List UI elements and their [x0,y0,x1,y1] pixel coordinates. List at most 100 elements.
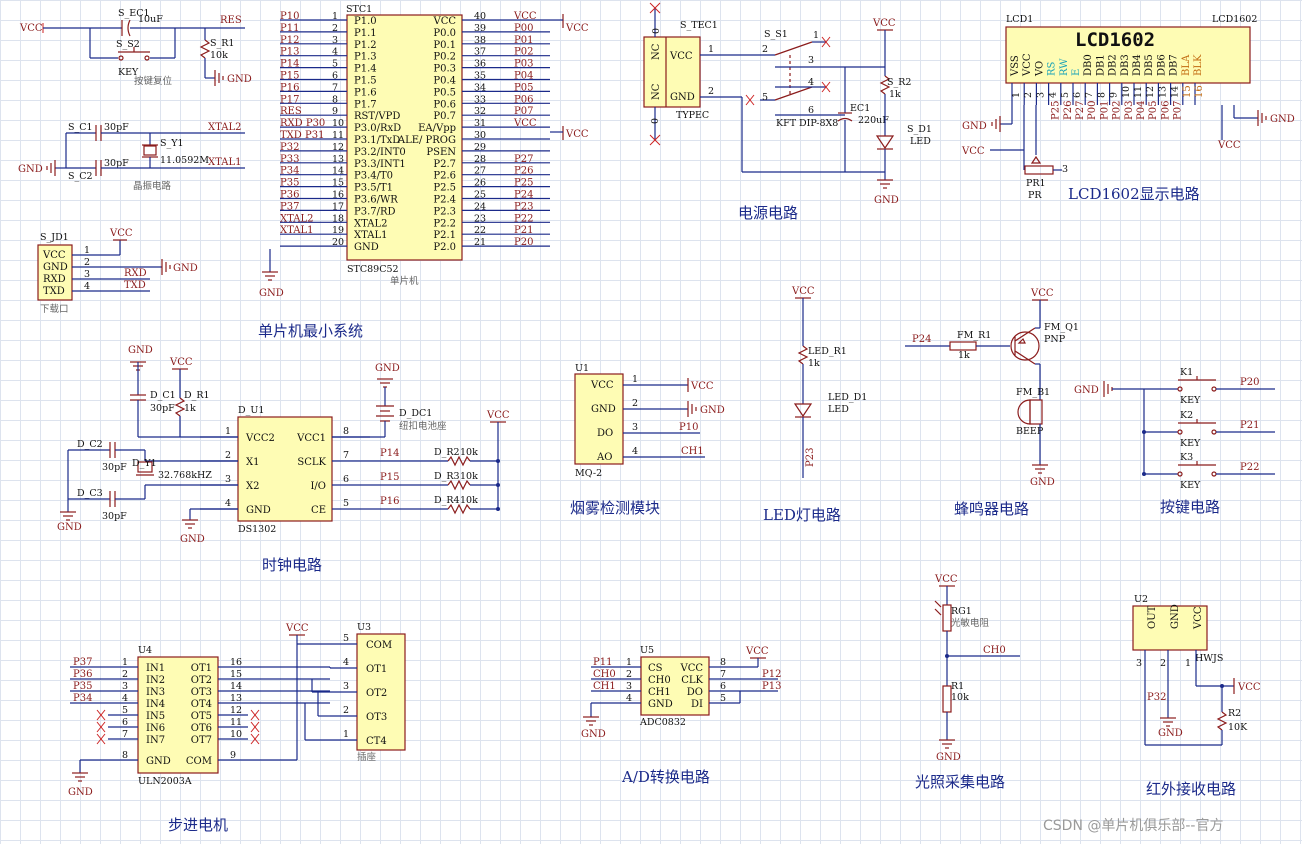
lcd-gnd-label: GND [962,121,987,132]
ir-pin-out: OUT [1147,605,1158,629]
smoke-num-4: 4 [632,446,638,457]
adc-in-net: CH1 [593,681,616,692]
mcu-right-net: P23 [514,201,533,212]
mcu-left-pin: P1.7 [354,99,377,110]
lcd-pin-net: P26 [1063,101,1074,120]
clock-y-ref: D_Y1 [132,458,157,469]
key-junction [1142,430,1146,434]
mcu-left-num: 15 [332,178,344,189]
lcd-pin-label: BLK [1193,54,1204,76]
ds-res-value: 10k [460,495,478,506]
title-power: 电源电路 [738,204,798,222]
power-switch-ref: S_S1 [764,29,788,40]
lcd-pin-label: DB0 [1083,54,1094,76]
mcu-left-pin: P3.0/RxD [354,123,401,134]
socket-pin: COM [366,640,392,651]
mcu-right-num: 38 [474,35,486,46]
lcd-pin-num: 9 [1109,92,1120,98]
mcu-left-net: P37 [280,201,299,212]
adc-vcc-label: VCC [745,646,769,657]
clock-bat-note: 纽扣电池座 [399,420,447,432]
uln-in-net: P35 [73,681,92,692]
uln-right-num: 11 [230,717,242,728]
lcd-pin-net: P04 [1136,101,1147,120]
power-vcc-label: VCC [872,18,896,29]
mcu-left-net: RXD P30 [280,118,325,129]
lcd-pin-num: 8 [1096,92,1107,98]
header-num-1: 1 [84,245,90,256]
mcu-left-num: 12 [332,142,344,153]
mcu-left-net: P32 [280,142,299,153]
ds-junction [496,507,500,511]
power-zero-top: 0 [651,28,662,34]
uln-left-pin: IN6 [146,723,165,734]
lcd-pin-label: E [1071,69,1082,76]
no-connect [96,721,106,733]
ir-num-1: 1 [1185,658,1191,669]
key-net: P21 [1240,420,1259,431]
lcd-pin-label: BLA [1181,54,1192,76]
smoke-num-1: 1 [632,374,638,385]
header-vcc-label: VCC [109,228,133,239]
buzzer-gnd-label: GND [1030,477,1055,488]
lcd-pin-label: DB7 [1169,54,1180,76]
smoke-num-3: 3 [632,422,638,433]
mcu-right-net: P03 [514,59,533,70]
no-connect [250,733,260,745]
download-header: S_JD1 VCC GND RXD TXD 1 2 3 4 VCC GND RX… [37,228,198,315]
reset-res-value: 10k [210,50,228,61]
crystal-c2-value: 30pF [104,158,129,169]
adc-right-num: 5 [720,693,726,704]
power-sw-num-3: 3 [808,55,814,66]
clock-c2-ref: D_C2 [77,439,103,450]
adc-left-num: 1 [626,657,632,668]
mcu-left-num: 11 [332,130,344,141]
uln-left-pin: IN3 [146,687,165,698]
header-net-txd: TXD [124,280,146,291]
clock-c1-value: 30pF [150,403,175,414]
mcu-left-pin: P3.6/WR [354,195,398,206]
mcu-right-pin: P0.5 [433,87,456,98]
mcu-left-net: P17 [280,94,299,105]
mcu-right-pin: P0.7 [433,111,456,122]
mcu-right-net: P07 [514,106,533,117]
reset-switch-label: KEY [118,67,139,78]
uln-right-pin: OT2 [191,675,212,686]
mcu-left-pin: P1.6 [354,87,377,98]
smoke-net-ch1: CH1 [681,446,704,457]
clock-r1-value: 1k [184,403,196,414]
led-diode-ref: LED_D1 [828,392,867,403]
smoke-ref: U1 [575,363,589,374]
no-connect [250,721,260,733]
mcu-stc89c52: STC1 P1.01P10P1.12P11P1.23P12P1.34P13P1.… [259,4,589,299]
ds-net-label: P15 [380,472,399,483]
lcd-pin-net: P05 [1148,101,1159,120]
uln-part: ULN2003A [138,776,192,787]
ds-res-ref: D_R3 [434,471,460,482]
smoke-pin-2: GND [591,404,616,415]
header-num-4: 4 [84,281,90,292]
lcd-pin-num: 1 [1011,92,1022,98]
header-num-2: 2 [84,257,90,268]
mcu-left-net: P16 [280,82,299,93]
uln-right-num: 14 [230,681,242,692]
crystal-c2-ref: S_C2 [68,171,93,182]
crystal-circuit: S_C1 30pF S_C2 30pF GND S_Y1 11.0592M XT… [18,122,245,192]
mcu-left-pin: RST/VPD [354,111,400,122]
adc-right-pin: DO [687,687,703,698]
mcu-right-pin: P0.4 [433,76,456,87]
mcu-right-num: 32 [474,106,486,117]
power-sw-num-4: 4 [808,77,814,88]
mcu-right-net: P22 [514,213,533,224]
adc-left-pin: CH1 [648,687,671,698]
mcu-right-num: 27 [474,166,486,177]
uln-right-num: 13 [230,693,242,704]
ds-right-pin: SCLK [297,457,326,468]
no-connect [250,709,260,721]
lcd-pin-num: 16 [1194,85,1205,98]
adc-left-num: 2 [626,669,632,680]
mcu-right-net: VCC [513,11,537,22]
lcd-pin-label: DB6 [1156,54,1167,76]
lcd-pin-num: 11 [1133,86,1144,98]
